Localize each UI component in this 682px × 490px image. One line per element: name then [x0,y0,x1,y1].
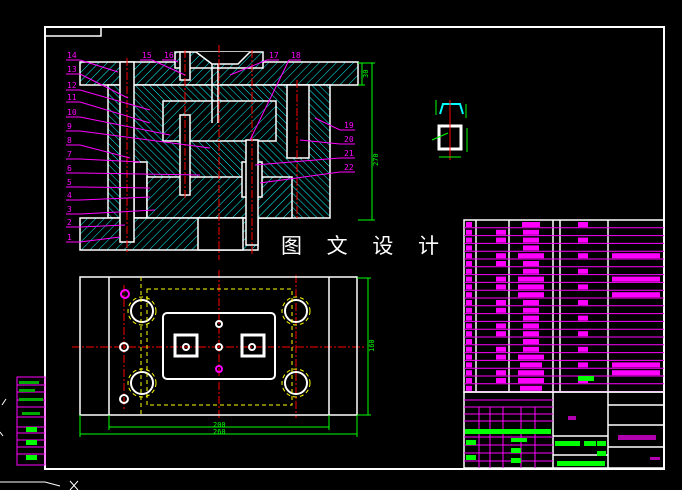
part-label: 12 [67,81,77,90]
leader-line [79,172,201,176]
bom-row [464,245,664,252]
dim-top-plate: 30 [362,70,370,78]
part-label: 21 [344,149,354,158]
part-leaders [66,59,355,243]
leader-line [79,209,156,215]
leader-line [79,116,171,136]
bom-row [464,292,664,299]
part-label: 1 [67,233,72,242]
leader-line [173,59,179,63]
part-label: 9 [67,122,72,131]
leader-pin [286,84,310,159]
part-label: 14 [67,51,77,60]
part-label: 5 [67,178,72,187]
bom-row [464,315,664,322]
ucs-icon [0,398,79,490]
part-label: 3 [67,205,72,214]
bom-row [464,370,664,377]
part-label: 7 [67,150,72,159]
ejector-plate [146,176,293,219]
leader-line [79,158,141,163]
ejector-gap [197,217,244,251]
bom-row [464,362,664,369]
bom-row [464,331,664,338]
dim-plan-inner-width: 200 [213,421,226,429]
bom-row [464,284,664,291]
leader-line [249,59,290,141]
leader-line [79,130,211,149]
dim-plan-outer-width: 260 [213,428,226,436]
bom-row [464,378,664,385]
sprue [195,51,251,65]
plan-dimensions [79,277,371,437]
leader-line [79,89,151,111]
bom-row [464,237,664,244]
leader-line [79,186,151,189]
dim-plan-height: 160 [368,339,376,352]
bom-row [464,222,664,229]
leader-line [79,196,151,201]
leader-line [79,59,119,73]
leader-line [79,101,151,124]
part-label: 13 [67,65,77,74]
part-label: 20 [344,135,354,144]
part-label: 18 [291,51,301,60]
leader-line [229,59,268,76]
leader-line [254,157,341,166]
part-label: 11 [67,93,77,102]
part-label: 19 [344,121,354,130]
part-label: 16 [164,51,174,60]
part-label: 8 [67,136,72,145]
leader-line [299,139,341,145]
support-block-left [133,161,148,219]
part-label: 17 [269,51,279,60]
leader-line [79,224,126,228]
part-label: 22 [344,163,354,172]
bom-row [464,300,664,307]
leader-line [314,117,341,131]
part-label: 6 [67,164,72,173]
dim-total-height: 270 [372,153,380,166]
bom-row [464,323,664,330]
leader-line [79,236,121,243]
bom-row [464,346,664,354]
bom-row [464,276,664,283]
bom-row [464,253,664,260]
part-label: 2 [67,218,72,227]
part-label: 15 [142,51,152,60]
section-dimensions [358,62,375,221]
leader-line [79,73,129,99]
bom-row [464,307,664,315]
side-stamp-table [16,376,46,466]
bill-of-materials-table [463,219,665,393]
bom-row [464,268,664,276]
leader-line [259,171,341,184]
mold-plan-view [79,276,358,416]
watermark: 图 文 设 计 [281,234,448,258]
leader-line [151,59,186,76]
part-label: 4 [67,191,72,200]
title-block [463,391,665,469]
bom-row [464,339,664,346]
product-detail-view [431,100,468,160]
leader-line [79,144,131,159]
bom-row [464,385,664,393]
bom-row [464,354,664,361]
bom-row [464,229,664,237]
part-label: 10 [67,108,77,117]
bom-row [464,261,664,268]
